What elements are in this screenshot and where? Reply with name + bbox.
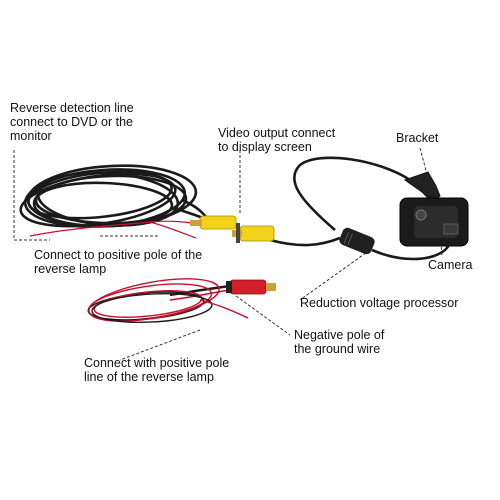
label-positive-pole-lamp: Connect to positive pole of the reverse … xyxy=(34,248,202,276)
leader-reduction-voltage xyxy=(299,249,371,301)
label-reverse-detection-line-3: monitor xyxy=(10,129,52,143)
label-bracket: Bracket xyxy=(396,131,438,145)
label-camera: Camera xyxy=(428,258,472,272)
red-plug xyxy=(229,279,267,295)
label-positive-pole-line: Connect with positive pole line of the r… xyxy=(84,356,229,384)
label-reverse-detection-line-2: connect to DVD or the xyxy=(10,115,133,129)
label-positive-pole-lamp-line-1: Connect to positive pole of the xyxy=(34,248,203,262)
leader-reverse-detection xyxy=(13,150,50,241)
label-reverse-detection-line-1: Reverse detection line xyxy=(10,101,134,115)
label-reduction-voltage: Reduction voltage processor xyxy=(300,296,458,310)
label-positive-pole-line-line-1: Connect with positive pole xyxy=(84,356,230,370)
coiled-extension-cable xyxy=(19,164,216,229)
power-lead xyxy=(169,279,276,301)
bracket-shape xyxy=(403,171,441,203)
label-negative-pole-line-2: the ground wire xyxy=(294,342,381,356)
label-positive-pole-line-line-2: line of the reverse lamp xyxy=(84,370,214,384)
label-video-output: Video output connect to display screen xyxy=(218,126,335,154)
yellow-rca-plugs xyxy=(190,215,275,243)
camera-unit xyxy=(399,171,469,247)
red-detection-wire xyxy=(29,220,201,239)
leader-positive-pole-line xyxy=(119,329,201,361)
label-video-output-line-1: Video output connect xyxy=(218,126,336,140)
coiled-red-wire xyxy=(87,278,249,324)
rca-plug-left xyxy=(199,215,237,230)
label-positive-pole-lamp-line-2: reverse lamp xyxy=(34,262,107,276)
rca-plug-right xyxy=(239,225,275,242)
camera-lens xyxy=(415,209,427,221)
label-reverse-detection: Reverse detection line connect to DVD or… xyxy=(10,101,134,143)
label-negative-pole-line-1: Negative pole of xyxy=(294,328,385,342)
label-negative-pole: Negative pole of the ground wire xyxy=(294,328,384,356)
label-reduction-voltage-text: Reduction voltage processor xyxy=(300,296,459,310)
label-video-output-line-2: to display screen xyxy=(218,140,312,154)
label-bracket-text: Bracket xyxy=(396,131,439,145)
label-camera-text: Camera xyxy=(428,258,473,272)
reduction-voltage-processor xyxy=(339,227,375,255)
leader-negative-pole xyxy=(235,295,291,336)
